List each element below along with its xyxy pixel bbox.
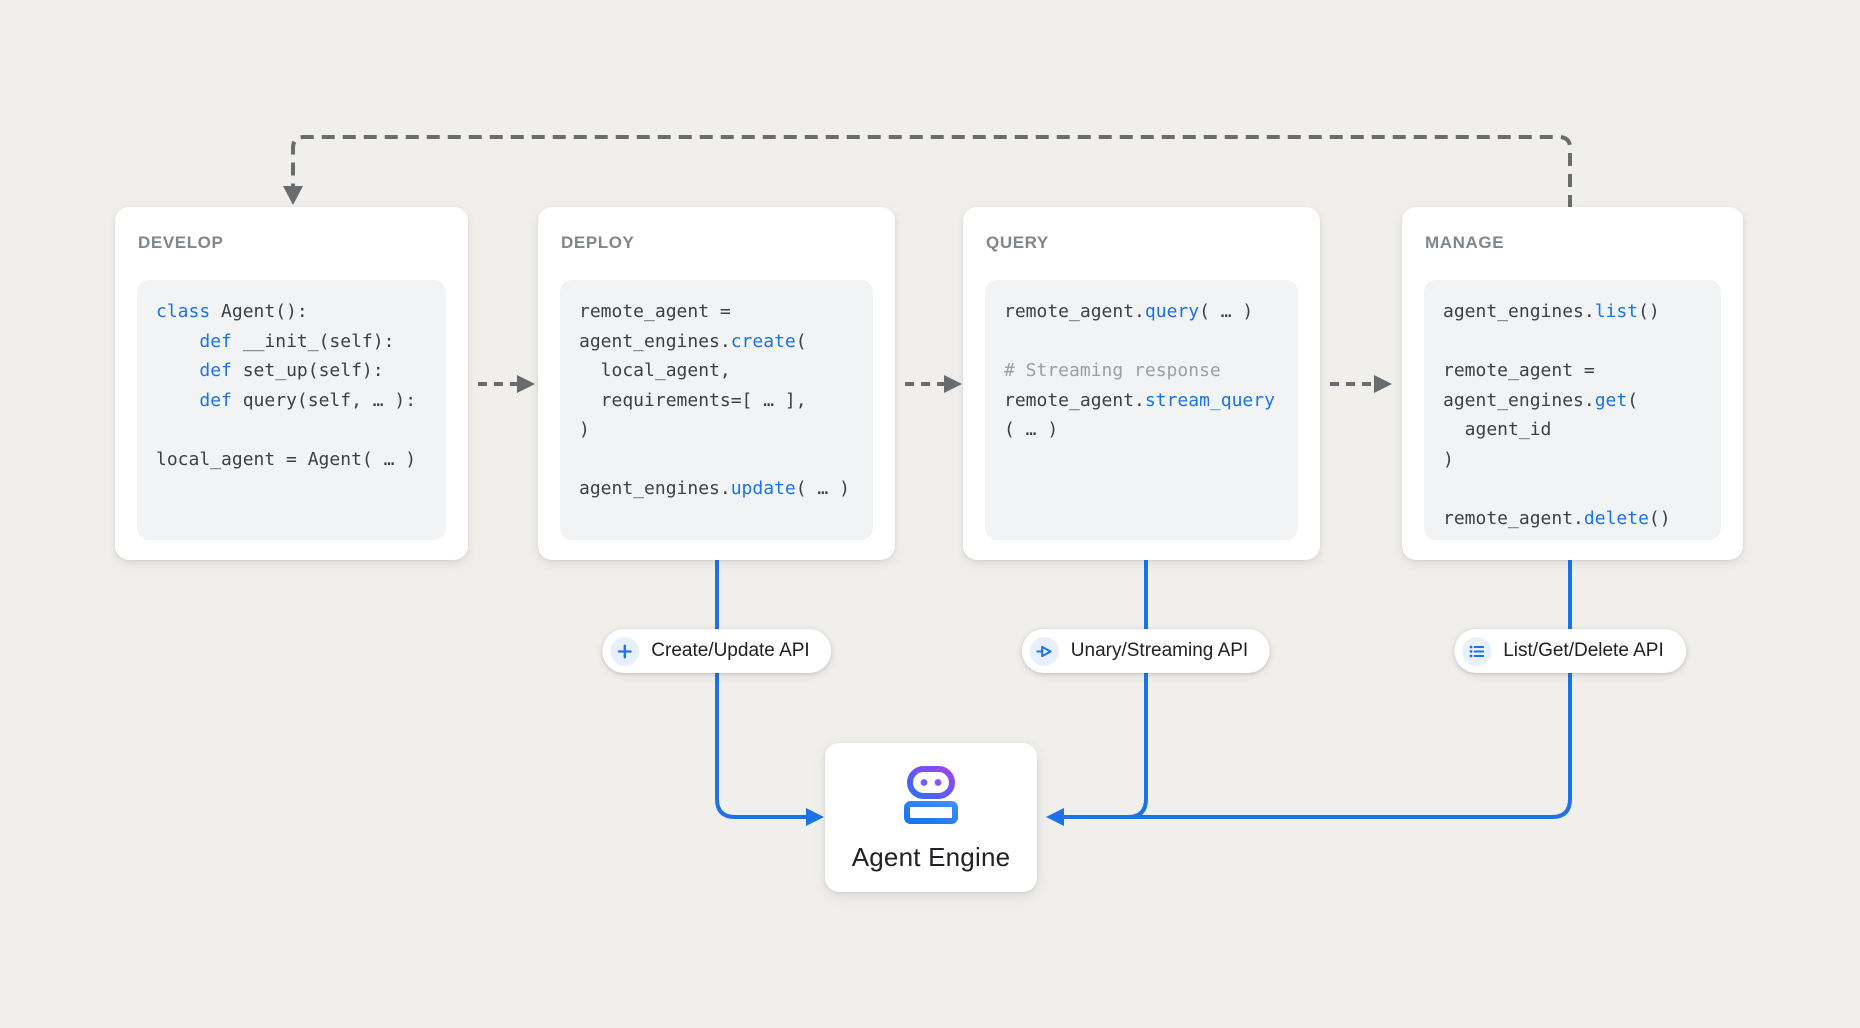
code-block: remote_agent =agent_engines.create( loca…: [560, 280, 873, 540]
robot-icon: [902, 765, 960, 830]
pill-label: Create/Update API: [651, 640, 810, 661]
code-block: remote_agent.query( … ) # Streaming resp…: [985, 280, 1298, 540]
card-title: MANAGE: [1425, 233, 1505, 252]
card-title: DEPLOY: [561, 233, 635, 252]
card-title: QUERY: [986, 233, 1049, 252]
plus-icon: [610, 636, 640, 666]
manage-to-engine-line: [1064, 560, 1572, 819]
pill-label: List/Get/Delete API: [1503, 640, 1664, 661]
deploy-to-engine-line: [715, 560, 806, 819]
card-manage: MANAGE agent_engines.list() remote_agent…: [1402, 207, 1743, 560]
pill-list-get-delete-api: List/Get/Delete API: [1454, 629, 1686, 673]
code-block: class Agent(): def __init_(self): def se…: [137, 280, 446, 540]
engine-left-pointing-arrowhead: [1046, 808, 1064, 826]
pill-label: Unary/Streaming API: [1070, 640, 1249, 661]
list-icon: [1462, 636, 1492, 666]
code-block: agent_engines.list() remote_agent =agent…: [1424, 280, 1721, 540]
deploy-to-engine-arrowhead: [806, 808, 824, 826]
card-title: DEVELOP: [138, 233, 224, 252]
deploy-to-query-arrowhead: [944, 375, 962, 393]
feedback-loop-dashed-line: [291, 135, 1572, 208]
feedback-loop-arrowhead: [283, 186, 303, 205]
card-develop: DEVELOP class Agent(): def __init_(self)…: [115, 207, 468, 560]
pill-create-update-api: Create/Update API: [602, 629, 832, 673]
query-to-manage-arrowhead: [1374, 375, 1392, 393]
card-query: QUERY remote_agent.query( … ) # Streamin…: [963, 207, 1320, 560]
send-icon: [1029, 636, 1059, 666]
query-to-engine-line: [1085, 560, 1148, 819]
agent-engine-node: Agent Engine: [825, 743, 1037, 892]
pill-unary-streaming-api: Unary/Streaming API: [1021, 629, 1271, 673]
develop-to-deploy-arrowhead: [517, 375, 535, 393]
agent-engine-label: Agent Engine: [851, 842, 1011, 872]
card-deploy: DEPLOY remote_agent =agent_engines.creat…: [538, 207, 895, 560]
